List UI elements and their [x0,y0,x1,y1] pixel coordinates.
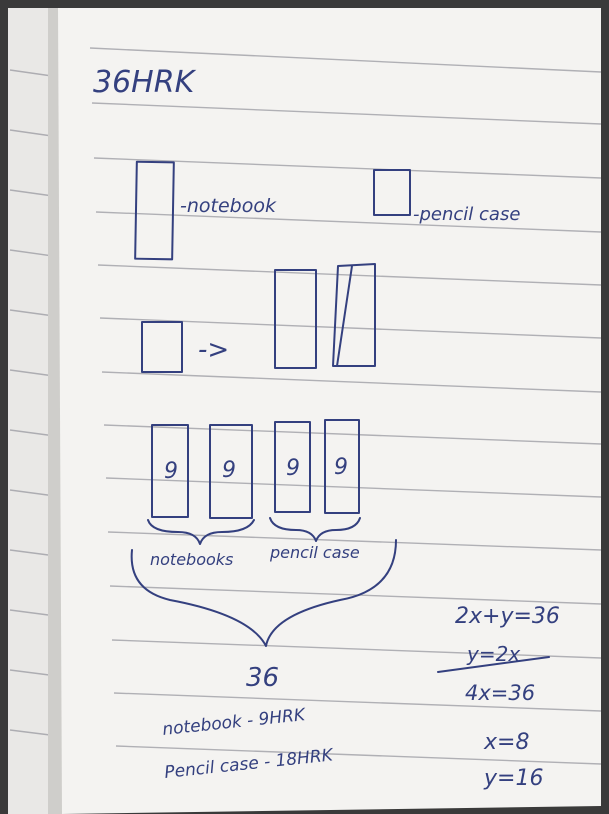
value-box-label: 9 [334,455,348,480]
value-boxes: 9 9 9 9 [151,419,360,519]
equations: 2x+y=36 y=2x 4x=36 x=8 y=16 [437,604,560,791]
group-label-notebooks: notebooks [150,550,233,569]
equation-line: y=16 [483,766,543,791]
value-box-label: 9 [222,458,236,483]
notebook-shape [134,160,175,261]
page-title: 36HRK [93,65,197,100]
page-gutter [48,8,62,814]
notebook-legend-label: -notebook [180,195,277,217]
pencil-case-legend-label: -pencil case [413,204,520,225]
value-box-label: 9 [164,459,178,484]
total-value: 36 [246,663,279,693]
pencil-case-shape [373,169,411,216]
value-box-label: 9 [286,456,300,481]
ruled-lines [89,47,602,765]
value-box [274,421,311,513]
transform-arrow: -> [198,335,229,365]
brace-pencil-case [269,517,361,542]
group-label-pencil-case: pencil case [269,543,360,562]
equation-line: 4x=36 [465,681,535,705]
equation-line: 2x+y=36 [455,604,560,629]
equation-divider [437,656,550,673]
equation-line: x=8 [483,730,529,755]
brace-notebooks [147,519,255,545]
brace-total [130,539,397,647]
value-box [324,419,360,514]
value-box [209,424,253,519]
notebook-shape-right [332,263,376,367]
pencil-case-shape-small [141,321,183,373]
notebook-shape-left [274,269,317,369]
value-box [151,424,189,518]
right-page [58,8,601,814]
